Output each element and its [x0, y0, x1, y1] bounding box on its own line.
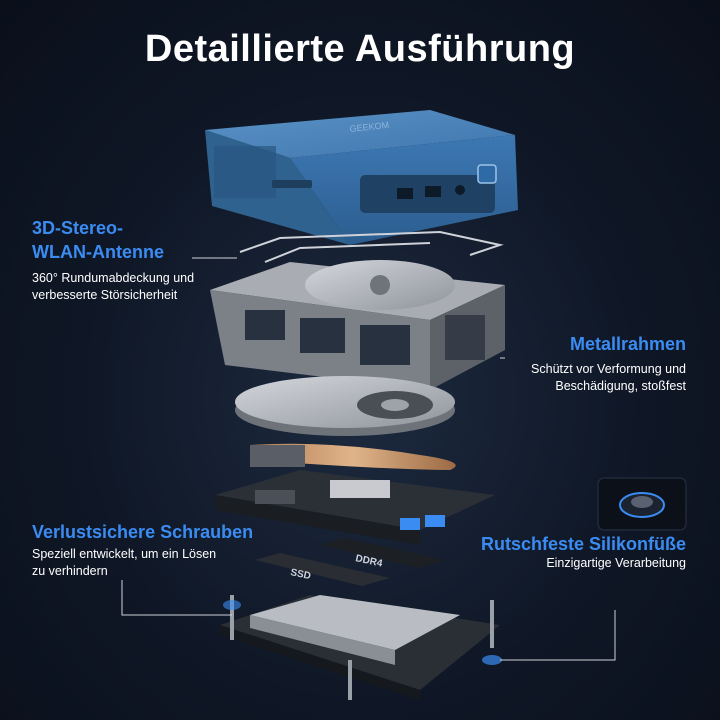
- feet-description: Einzigartige Verarbeitung: [546, 555, 686, 572]
- page-title: Detaillierte Ausführung: [144, 28, 576, 70]
- antenna-title: 3D-Stereo- WLAN-Antenne: [32, 216, 164, 264]
- metal-frame: [210, 260, 505, 390]
- antenna-text-line1: 360° Rundumabdeckung und: [32, 271, 195, 285]
- audio-jack: [455, 185, 465, 195]
- feet-title: Rutschfeste Silikonfüße: [480, 534, 686, 554]
- ssd-label: SSD: [289, 567, 311, 582]
- antenna-wires: [239, 230, 504, 263]
- screws-text-line1: Speziell entwickelt, um ein Lösen: [32, 547, 217, 561]
- heat-pipe: [250, 443, 456, 470]
- frame-description: Schützt vor Verformung und Beschädigung,…: [531, 361, 686, 395]
- screw-highlight: [223, 600, 241, 610]
- ram-module: DDR4: [320, 538, 445, 570]
- antenna-title-line1: 3D-Stereo-: [32, 218, 124, 238]
- sd-slot: [272, 180, 312, 188]
- usb-port-1: [397, 188, 413, 199]
- motherboard: [215, 470, 495, 545]
- screws-text-line2: zu verhindern: [32, 564, 108, 578]
- leader-lines: [121, 257, 616, 661]
- screws-leader: [121, 580, 232, 616]
- screws-description: Speziell entwickelt, um ein Lösen zu ver…: [32, 546, 216, 580]
- antenna-description: 360° Rundumabdeckung und verbesserte Stö…: [32, 270, 194, 304]
- cooling-fan: [235, 376, 455, 436]
- frame-text-line1: Schützt vor Verformung und: [531, 362, 686, 376]
- frame-title: Metallrahmen: [569, 334, 686, 354]
- feet-leader: [500, 610, 616, 661]
- usb-port-2: [425, 186, 441, 197]
- screws-title: Verlustsichere Schrauben: [32, 522, 254, 542]
- frame-text-line2: Beschädigung, stoßfest: [555, 379, 686, 393]
- antenna-title-line2: WLAN-Antenne: [32, 242, 164, 262]
- case-vent: [214, 146, 276, 198]
- power-button: [477, 164, 497, 184]
- case-top-face: [205, 110, 515, 158]
- antenna-text-line2: verbesserte Störsicherheit: [32, 288, 178, 302]
- case-lid: GEEKOM: [205, 110, 518, 245]
- foot-highlight: [482, 655, 502, 665]
- feet-text-line1: Einzigartige Verarbeitung: [546, 556, 686, 570]
- ssd-module: SSD: [255, 553, 390, 586]
- brand-text: GEEKOM: [349, 120, 389, 134]
- silicone-foot-inset: [597, 477, 687, 531]
- base-plate: [220, 595, 502, 700]
